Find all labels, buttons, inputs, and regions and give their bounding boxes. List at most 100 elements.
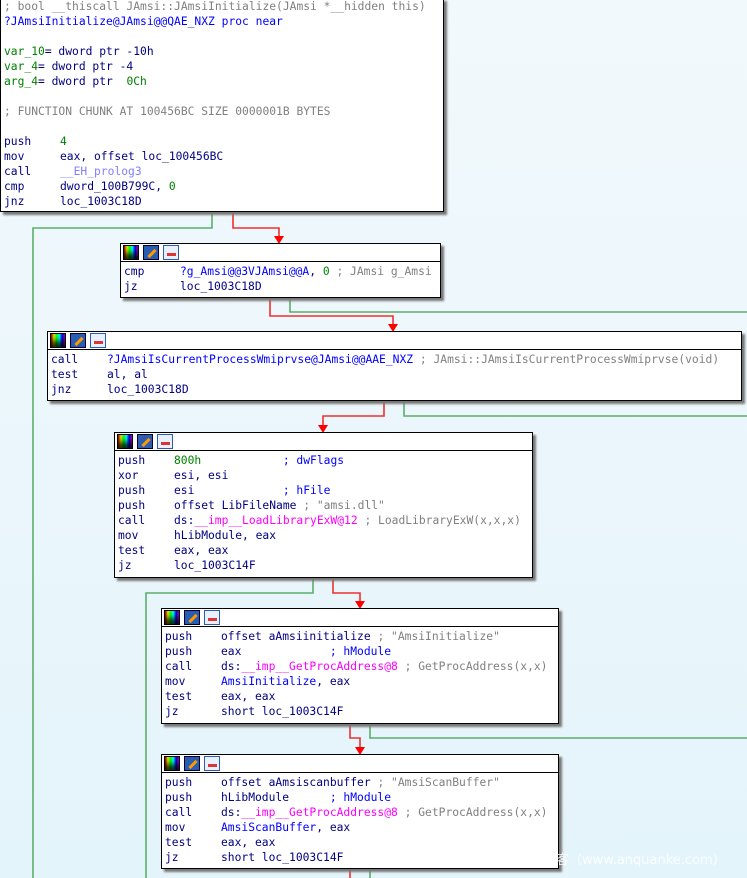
rename-node-icon[interactable]: [184, 756, 200, 771]
operand: al, al: [107, 368, 148, 381]
operand: , eax: [316, 821, 351, 834]
rename-node-icon[interactable]: [143, 245, 159, 260]
asm-line[interactable]: ; FUNCTION CHUNK AT 100456BC SIZE 000000…: [4, 104, 440, 119]
asm-line[interactable]: jz short loc_1003C14F: [165, 704, 555, 719]
arrow-head: [274, 236, 284, 244]
operand: , eax: [316, 675, 351, 688]
asm-line[interactable]: [4, 89, 440, 104]
mnemonic: mov: [165, 675, 186, 688]
rename-node-icon[interactable]: [70, 333, 86, 348]
asm-line[interactable]: [4, 119, 440, 134]
asm-line[interactable]: ; bool __thiscall JAmsi::JAmsiInitialize…: [4, 0, 440, 14]
node-color-icon[interactable]: [164, 756, 180, 771]
block-function-entry[interactable]: ; bool __thiscall JAmsi::JAmsiInitialize…: [0, 0, 444, 212]
asm-line[interactable]: arg_4= dword ptr 0Ch: [4, 74, 440, 89]
operand: var_10: [4, 45, 45, 58]
mnemonic: mov: [165, 821, 186, 834]
mnemonic: push: [165, 645, 193, 658]
operand: ?JAmsiInitialize@JAmsi@@QAE_NXZ proc nea…: [4, 15, 283, 28]
mnemonic: push: [4, 135, 32, 148]
operand: 800h: [174, 454, 202, 467]
node-color-icon[interactable]: [117, 434, 133, 449]
operand: ; JAmsi g_Amsi: [329, 265, 432, 278]
rename-node-icon[interactable]: [137, 434, 153, 449]
mnemonic: call: [4, 165, 32, 178]
asm-line[interactable]: [4, 29, 440, 44]
watermark: 客（www.anquanke.com）: [556, 853, 726, 868]
group-nodes-icon[interactable]: [204, 756, 220, 771]
operand: ; JAmsi::JAmsiIsCurrentProcessWmiprvse(v…: [413, 353, 720, 366]
mnemonic: jz: [165, 705, 179, 718]
mnemonic: jnz: [51, 383, 72, 396]
operand: 0Ch: [126, 75, 147, 88]
operand: ,: [309, 265, 323, 278]
edge-false: [369, 723, 747, 739]
group-nodes-icon[interactable]: [157, 434, 173, 449]
operand: __EH_prolog3: [60, 165, 142, 178]
rename-node-icon[interactable]: [184, 610, 200, 625]
arrow-head: [318, 425, 328, 433]
asm-line[interactable]: var_4= dword ptr -4: [4, 59, 440, 74]
group-nodes-icon[interactable]: [204, 610, 220, 625]
arrow-head: [355, 601, 365, 609]
asm-line[interactable]: call __EH_prolog3: [4, 164, 440, 179]
operand: ?g_Amsi@@3VJAmsi@@A: [180, 265, 310, 278]
asm-line[interactable]: xor esi, esi: [118, 468, 529, 483]
operand: ; "amsi.dll": [296, 499, 385, 512]
mnemonic: jz: [118, 559, 132, 572]
mnemonic: test: [51, 368, 79, 381]
operand: [4, 90, 11, 103]
mnemonic: xor: [118, 469, 139, 482]
node-color-icon[interactable]: [164, 610, 180, 625]
asm-line[interactable]: ?JAmsiInitialize@JAmsi@@QAE_NXZ proc nea…: [4, 14, 440, 29]
group-nodes-icon[interactable]: [90, 333, 106, 348]
node-color-icon[interactable]: [50, 333, 66, 348]
mnemonic: test: [165, 836, 193, 849]
block-header: [162, 609, 558, 627]
block-check-g-amsi[interactable]: cmp?g_Amsi@@3VJAmsi@@A, 0 ; JAmsi g_Amsi…: [120, 243, 441, 298]
edge-false: [32, 212, 213, 878]
asm-line[interactable]: var_10= dword ptr -10h: [4, 44, 440, 59]
asm-line[interactable]: test al, al: [51, 367, 738, 382]
operand: short loc_1003C14F: [221, 705, 344, 718]
operand: hLibModule, eax: [174, 529, 277, 542]
edge-false: [403, 400, 747, 417]
asm-line[interactable]: call?JAmsiIsCurrentProcessWmiprvse@JAmsi…: [51, 352, 738, 367]
operand: esi, esi: [174, 469, 229, 482]
operand: loc_1003C18D: [107, 383, 189, 396]
operand: ; "AmsiScanBuffer": [370, 776, 500, 789]
node-color-icon[interactable]: [123, 245, 139, 260]
block-check-wmiprvse[interactable]: call?JAmsiIsCurrentProcessWmiprvse@JAmsi…: [47, 331, 742, 401]
operand: ; FUNCTION CHUNK AT 100456BC SIZE 000000…: [4, 105, 331, 118]
group-nodes-icon[interactable]: [163, 245, 179, 260]
mnemonic: jz: [124, 280, 138, 293]
asm-line[interactable]: jnz loc_1003C18D: [51, 382, 738, 397]
asm-line[interactable]: cmp?g_Amsi@@3VJAmsi@@A, 0 ; JAmsi g_Amsi: [124, 264, 437, 279]
